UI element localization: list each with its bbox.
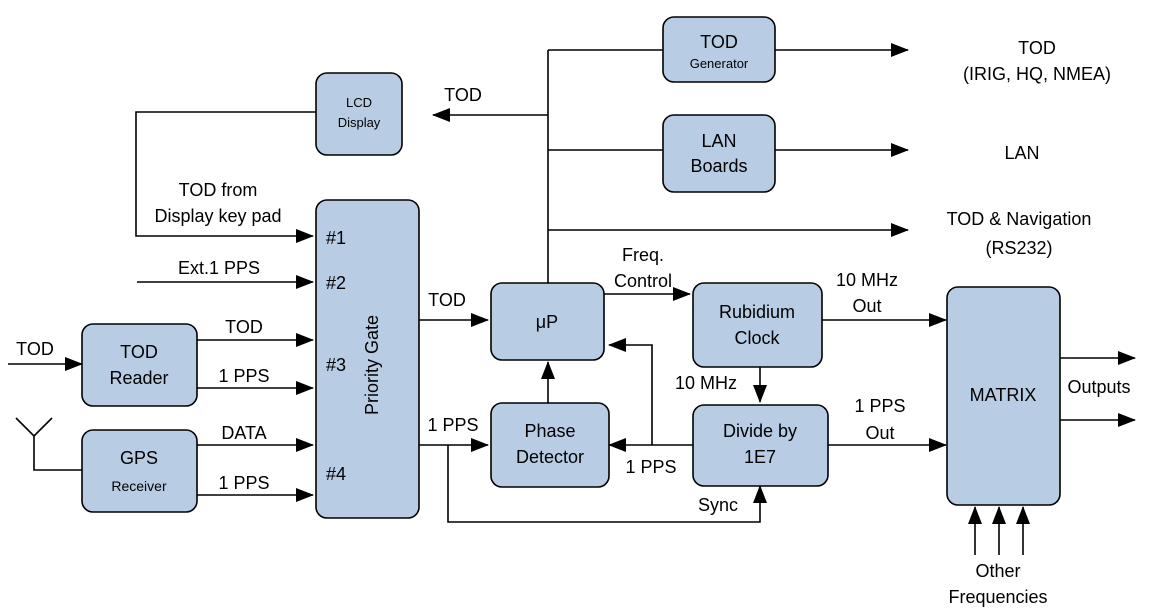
tod-in-label: TOD (16, 339, 54, 359)
connectors (8, 43, 1136, 555)
out-tod-line2: (IRIG, HQ, NMEA) (963, 64, 1111, 84)
ten-mhz-out-line1: 10 MHz (836, 270, 898, 290)
tod-reader-block: TOD Reader (81, 323, 198, 407)
rubidium-clock-line1: Rubidium (719, 302, 795, 322)
out-tod-line1: TOD (1018, 38, 1056, 58)
rubidium-clock-line2: Clock (734, 328, 780, 348)
antenna-icon (15, 417, 53, 438)
gps-receiver-line1: GPS (120, 448, 158, 468)
sync-loop-arrow (447, 445, 767, 523)
ext-pps-label: Ext.1 PPS (178, 258, 260, 278)
freq-control-line1: Freq. (622, 245, 664, 265)
divide-by-line1: Divide by (723, 421, 797, 441)
reader-pps-label: 1 PPS (218, 366, 269, 386)
outputs-label: Outputs (1067, 377, 1130, 397)
gate-input-1: #1 (326, 228, 346, 248)
gate-input-3: #3 (326, 355, 346, 375)
lan-boards-line2: Boards (690, 156, 747, 176)
reader-tod-label: TOD (225, 317, 263, 337)
up-block: μP (490, 282, 605, 361)
feedback-to-up-arrow (608, 338, 653, 445)
tod-from-keypad-line2: Display key pad (154, 206, 281, 226)
rubidium-clock-block: Rubidium Clock (692, 282, 823, 368)
lcd-to-gate1-arrow (135, 111, 316, 243)
divide-by-block: Divide by 1E7 (692, 404, 829, 487)
priority-gate-label: Priority Gate (362, 315, 382, 415)
sync-label: Sync (698, 495, 738, 515)
gate-input-4: #4 (326, 464, 346, 484)
one-pps-out-line1: 1 PPS (854, 396, 905, 416)
tod-generator-block: TOD Generator (662, 16, 776, 83)
tod-reader-line2: Reader (109, 368, 168, 388)
phase-detector-block: Phase Detector (490, 402, 610, 488)
phase-detector-line1: Phase (524, 421, 575, 441)
priority-gate-block: #1 #2 #3 #4 Priority Gate (315, 199, 420, 519)
lan-boards-block: LAN Boards (662, 114, 776, 193)
lcd-display-line2: Display (338, 115, 381, 130)
tod-to-lcd-label: TOD (444, 85, 482, 105)
matrix-label: MATRIX (970, 385, 1037, 405)
gate-input-2: #2 (326, 273, 346, 293)
matrix-block: MATRIX (946, 286, 1061, 506)
lcd-display-line1: LCD (346, 95, 372, 110)
antenna-feed-line (33, 436, 82, 471)
ten-mhz-label: 10 MHz (675, 373, 737, 393)
other-freq-line1: Other (975, 561, 1020, 581)
one-pps-out-line2: Out (865, 423, 894, 443)
gps-receiver-block: GPS Receiver (81, 429, 198, 513)
gate-tod-label: TOD (428, 290, 466, 310)
out-lan-label: LAN (1004, 143, 1039, 163)
ten-mhz-out-line2: Out (852, 296, 881, 316)
gate-pps-label: 1 PPS (427, 415, 478, 435)
phase-detector-line2: Detector (516, 447, 584, 467)
out-nav-line1: TOD & Navigation (947, 209, 1092, 229)
feedback-pps-label: 1 PPS (625, 457, 676, 477)
lcd-display-block: LCD Display (315, 72, 403, 156)
signal-labels: TOD (IRIG, HQ, NMEA) LAN TOD & Navigatio… (16, 38, 1130, 607)
divide-by-line2: 1E7 (744, 447, 776, 467)
gps-receiver-line2: Receiver (111, 478, 167, 494)
tod-reader-line1: TOD (120, 342, 158, 362)
lan-boards-line1: LAN (701, 131, 736, 151)
tod-from-keypad-line1: TOD from (179, 180, 258, 200)
tod-generator-line1: TOD (700, 32, 738, 52)
gps-data-label: DATA (221, 423, 266, 443)
up-label: μP (536, 312, 558, 332)
out-nav-line2: (RS232) (985, 238, 1052, 258)
gps-pps-label: 1 PPS (218, 473, 269, 493)
tod-generator-line2: Generator (690, 56, 749, 71)
freq-control-line2: Control (614, 271, 672, 291)
other-freq-line2: Frequencies (948, 587, 1047, 607)
